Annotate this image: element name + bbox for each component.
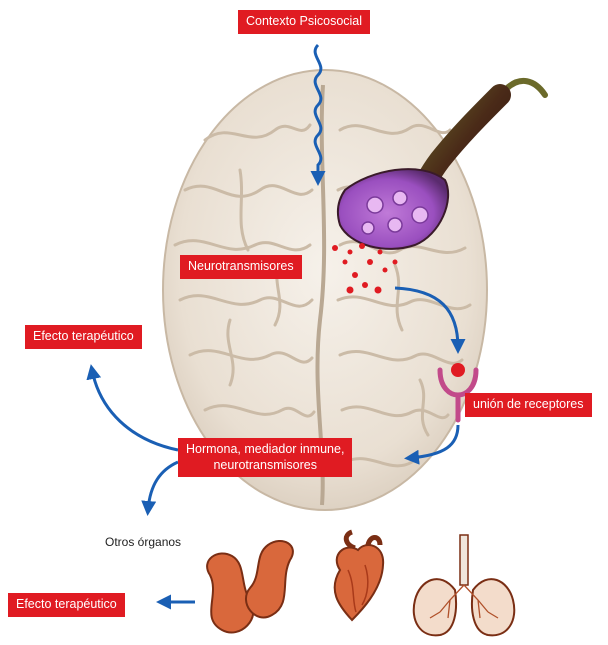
- neurotransmitters-label: Neurotransmisores: [180, 255, 302, 279]
- hormone-label: Hormona, mediador inmune, neurotransmiso…: [178, 438, 352, 477]
- arrow-to-effect-top: [92, 370, 178, 450]
- lungs-icon: [414, 535, 515, 635]
- other-organs-label: Otros órganos: [105, 535, 181, 549]
- therapeutic-effect-bottom-label: Efecto terapéutico: [8, 593, 125, 617]
- therapeutic-effect-top-label: Efecto terapéutico: [25, 325, 142, 349]
- hormone-label-line2: neurotransmisores: [186, 458, 344, 474]
- receptor-binding-label: unión de receptores: [465, 393, 592, 417]
- context-label: Contexto Psicosocial: [238, 10, 370, 34]
- heart-icon: [335, 532, 384, 620]
- kidneys-icon: [207, 541, 293, 633]
- hormone-label-line1: Hormona, mediador inmune,: [186, 442, 344, 458]
- arrow-to-other-organs: [148, 462, 178, 510]
